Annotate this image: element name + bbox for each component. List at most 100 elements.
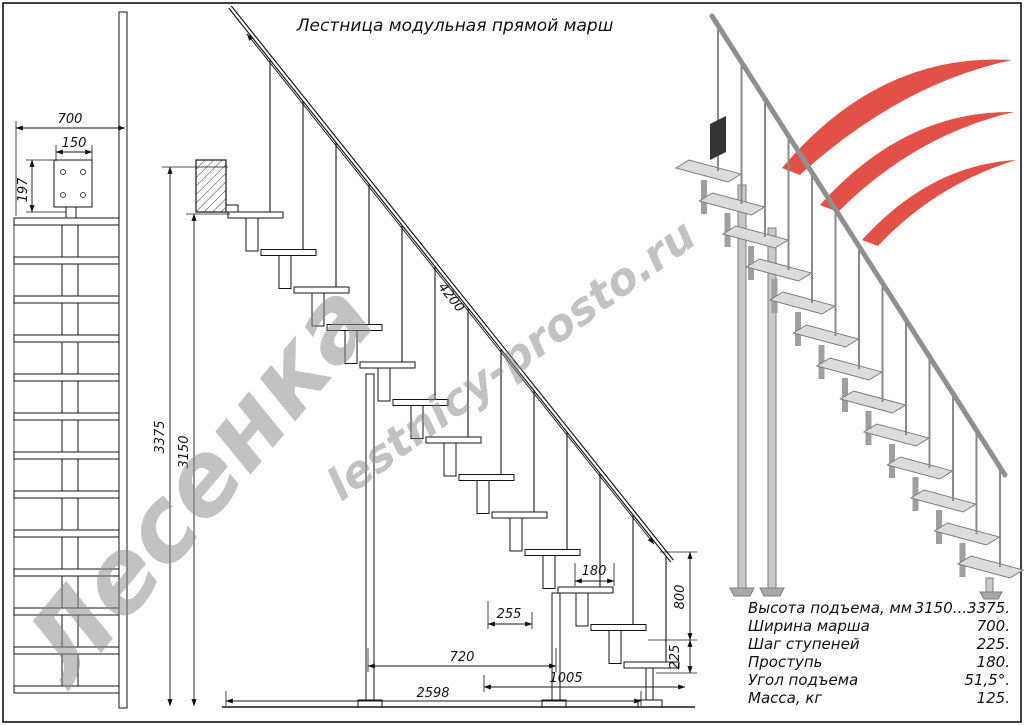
column-module [61,458,79,492]
iso-tread [862,423,931,447]
support-column [365,373,375,708]
spec-row: Шаг ступеней 225. [748,635,1010,653]
column-module [61,224,79,258]
dim-label-overlap-b: 180 [582,564,607,579]
dim-label-total-height: 3375 [153,420,168,453]
spec-value: 3150...3375. [914,599,1010,617]
spine-module [608,630,622,664]
brand-logo-swoosh [862,160,1016,246]
spine-module [542,555,556,589]
front-view: 700 150 197 [13,11,128,709]
step-front [13,568,120,577]
spec-row: Ширина марша 700. [748,617,1010,635]
iso-tread [792,324,860,348]
tread-side [227,211,284,219]
dim-line-4200 [246,33,655,545]
column-module [61,341,79,375]
spec-row: Проступь 180. [748,653,1010,671]
step-front [13,256,120,265]
iso-column-foot [729,587,755,597]
tread-side [557,586,614,594]
spec-label: Шаг ступеней [748,635,860,653]
side-view: 3375 3150 4200 720 2598 1005 255 180 800… [153,5,697,708]
step-front [13,295,120,304]
column-module [61,419,79,453]
spec-table: Высота подъема, мм 3150...3375. Ширина м… [748,599,1010,707]
step-front [13,217,120,226]
front-rail-post [118,11,128,709]
iso-support-column [737,184,747,589]
dim-label-run-total: 2598 [416,686,449,701]
dim-label-overlap-a: 255 [497,607,522,622]
slab-bracket [225,204,239,213]
brand-logo-swoosh [820,111,1014,212]
spine-module [245,217,259,252]
iso-tread [815,357,884,381]
iso-tread [886,456,954,480]
bolt-icon [60,169,66,175]
column-module [61,302,79,336]
tread-side [458,474,515,481]
step-front [13,646,120,655]
step-front [13,685,120,694]
iso-column-foot [759,587,785,597]
column-module [61,263,79,297]
dim-label-clear-height: 3150 [177,435,192,468]
iso-column-foot [979,591,1003,600]
iso-support-column [985,577,994,593]
mount-plate [53,159,93,208]
floor-slab-hatched [195,159,227,213]
iso-tread [745,258,813,282]
bolt-icon [80,192,86,198]
spec-value: 700. [976,617,1010,635]
iso-tread [698,192,766,216]
iso-tread [933,522,1001,546]
spec-label: Угол подъема [748,671,859,689]
bolt-icon [60,192,66,198]
spec-value: 180. [976,653,1010,671]
iso-tread [956,555,1024,579]
step-front [13,373,120,382]
spine-module [476,480,490,514]
dim-label-run-lower: 1005 [549,671,582,686]
step-front [13,412,120,421]
spec-label: Высота подъема, мм [748,599,913,617]
drawing-title: Лестница модульная прямой марш [296,16,614,36]
column-module [61,497,79,531]
iso-tread [909,489,978,513]
tread-side [491,511,548,519]
dim-label-post-width: 150 [62,136,87,151]
dim-label-march-width: 700 [58,112,83,127]
iso-handrail [709,13,1008,478]
dim-label-run-mid: 720 [450,650,475,665]
spec-value: 51,5°. [964,671,1010,689]
spec-label: Проступь [748,653,823,671]
spec-value: 225. [976,635,1010,653]
iso-steps [674,25,1024,579]
dim-label-top-height: 197 [16,177,31,203]
step-front [13,334,120,343]
spine-module [377,367,391,402]
top-column-stub [65,206,77,219]
dim-label-riser: 225 [668,645,683,670]
spec-row: Угол подъема 51,5°. [748,671,1010,689]
spine-module [509,517,523,552]
spec-value: 125. [976,689,1010,707]
column-module [61,380,79,414]
spec-label: Ширина марша [748,617,870,635]
spec-row: Масса, кг 125. [748,689,1010,707]
iso-tread [721,225,790,249]
step-front [13,529,120,538]
step-front [13,607,120,616]
spec-row: Высота подъема, мм 3150...3375. [748,599,1010,617]
dim-label-bottom-height: 800 [673,585,688,610]
iso-tread [674,159,743,183]
wall-anchor-flag [710,116,726,160]
tread-side [623,661,680,669]
iso-view [674,13,1024,600]
iso-tread [839,390,907,414]
step-front [13,490,120,499]
tread-side [260,249,317,256]
